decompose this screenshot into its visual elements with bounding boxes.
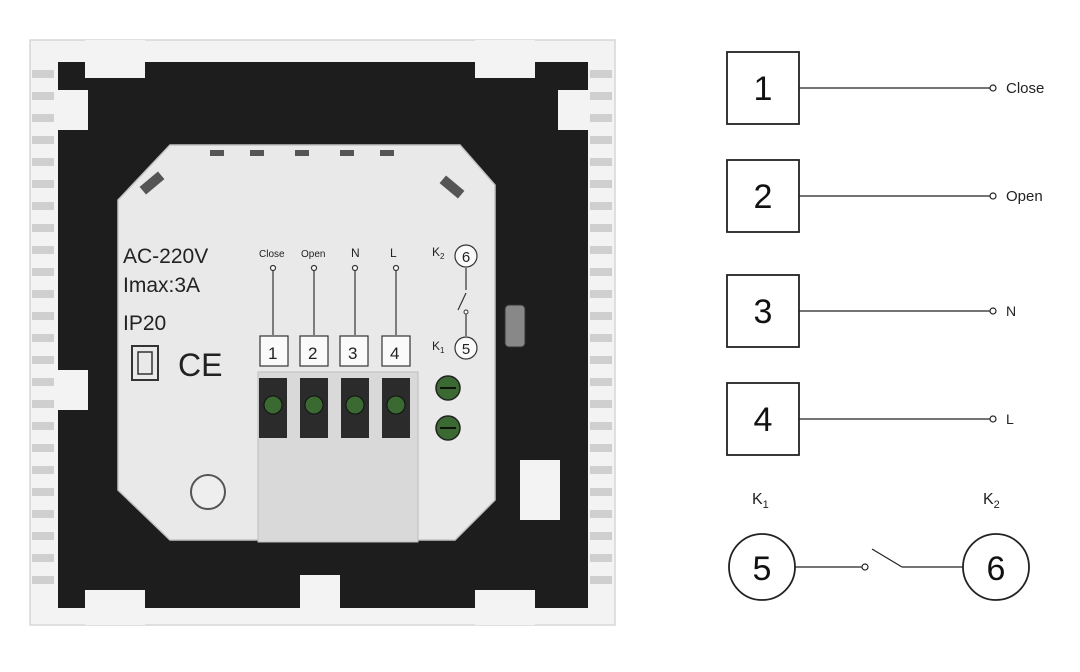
bottom-left-tab [85,590,145,625]
left-lower-notch [58,370,88,410]
device-num-4: 4 [390,344,399,363]
top-left-tab [85,40,145,78]
device-k1-label: K1 [432,339,445,355]
device-num-6: 6 [462,249,470,266]
terminal-endpoint-2 [989,192,997,200]
mounting-hole [190,474,226,510]
terminal-endpoint-4 [989,415,997,423]
device-num-1: 1 [268,344,277,363]
double-insulation-symbol [131,345,159,381]
device-num-5: 5 [462,341,470,358]
terminal-box-3 [726,274,800,348]
relay-number-6: 6 [987,550,1006,588]
side-connector [504,304,526,348]
device-num-2: 2 [308,344,317,363]
terminal-label-open: Open [1006,188,1043,205]
terminal-box-1 [726,51,800,125]
protection-rating: IP20 [123,312,166,335]
bottom-center-tab [300,575,340,608]
device-box-1 [259,335,289,367]
terminal-number-4: 4 [754,401,773,439]
relay-contact-point [861,563,869,571]
right-upper-notch [558,90,588,130]
terminal-box-4 [726,382,800,456]
device-box-4 [381,335,411,367]
terminal-screw-3 [345,395,365,415]
terminal-row-1: 1 Close [726,51,1044,125]
k2-label: K2 [983,491,1000,511]
terminal-screw-1 [263,395,283,415]
device-box-3 [339,335,369,367]
device-label-close: Close [259,249,285,260]
top-right-tab [475,40,535,78]
rating-voltage: AC-220V [123,245,208,268]
terminal-number-3: 3 [754,293,773,331]
terminal-screw-4 [386,395,406,415]
device-relay-5 [454,336,478,360]
device-k2-label: K2 [432,245,445,261]
k1-label: K1 [752,491,769,511]
rating-current: Imax:3A [123,274,200,297]
ce-mark: CE [178,347,222,383]
terminal-endpoint-1 [989,84,997,92]
bottom-right-tab [475,590,535,625]
device-label-l: L [390,246,397,260]
terminal-label-n: N [1006,303,1016,319]
terminal-number-2: 2 [754,178,773,216]
terminal-label-close: Close [1006,80,1044,97]
terminal-screw-2 [304,395,324,415]
right-block [520,460,560,520]
left-upper-notch [58,90,88,130]
relay-number-5: 5 [753,550,772,588]
terminal-box-2 [726,159,800,233]
device-label-open: Open [301,249,325,260]
terminal-screws [259,378,410,438]
terminal-endpoint-3 [989,307,997,315]
terminal-number-1: 1 [754,70,773,108]
vent-slots-right [590,70,612,584]
relay-switch-arm [871,548,903,568]
device-label-n: N [351,246,360,260]
vent-slots-left [32,70,54,584]
device-box-2 [299,335,329,367]
terminal-label-l: L [1006,411,1014,427]
device-photo: AC-220V Imax:3A IP20 CE Close Open N L 1… [29,39,616,626]
device-num-3: 3 [348,344,357,363]
device-relay-6 [454,244,478,268]
terminal-row-2: 2 Open [726,159,1043,233]
